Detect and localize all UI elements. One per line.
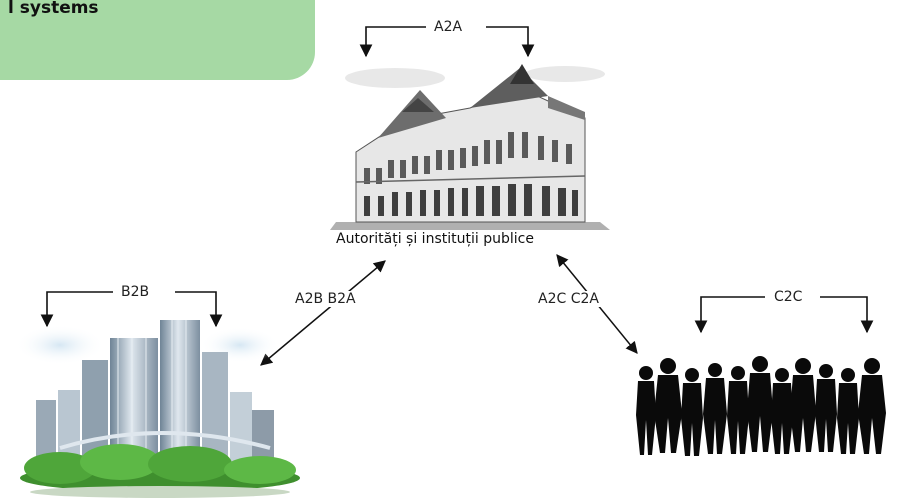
c2c-bracket-arrow [694, 296, 874, 334]
citizens-crowd-image [636, 356, 886, 456]
a2a-bracket-arrow [359, 26, 535, 58]
a2b-b2a-arrow [260, 260, 386, 366]
business-buildings-image [15, 320, 300, 498]
a2b-b2a-label: A2B B2A [292, 291, 359, 307]
authorities-caption: Autorități și instituții publice [336, 231, 534, 247]
a2a-label: A2A [431, 19, 466, 35]
government-building-image [330, 64, 610, 230]
a2c-c2a-label: A2C C2A [535, 291, 602, 307]
b2b-bracket-arrow [40, 291, 223, 328]
title-box: l systems [0, 0, 315, 80]
b2b-label: B2B [118, 284, 153, 300]
title: l systems [8, 0, 99, 18]
c2c-label: C2C [771, 289, 806, 305]
